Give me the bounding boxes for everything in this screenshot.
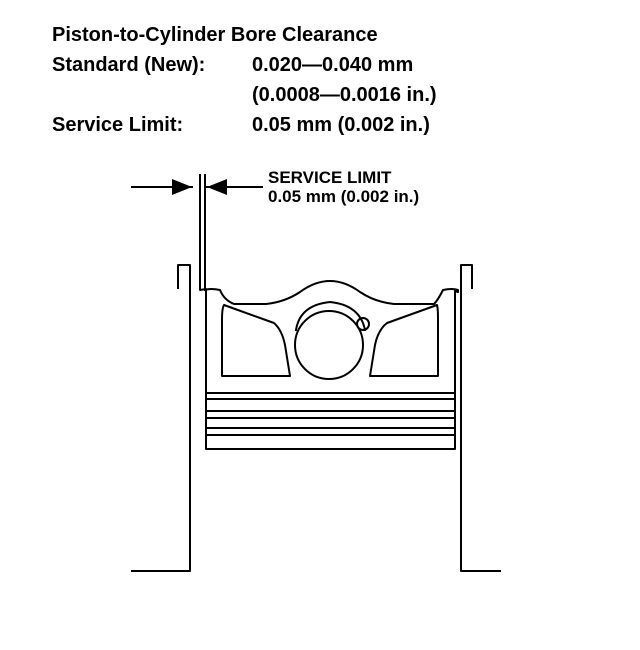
wrist-pin (294, 310, 364, 380)
right-inner-rib (369, 304, 439, 377)
service-limit-callout: SERVICE LIMIT 0.05 mm (0.002 in.) (268, 168, 419, 206)
callout-line-2: 0.05 mm (0.002 in.) (268, 187, 420, 206)
specification-block: Piston-to-Cylinder Bore Clearance Standa… (52, 20, 612, 140)
left-inner-rib (221, 304, 291, 377)
standard-label: Standard (New): (52, 54, 206, 76)
cylinder-left-wall (131, 264, 191, 572)
service-limit-value: 0.05 mm (0.002 in.) (252, 114, 430, 136)
spec-title-text: Piston-to-Cylinder Bore Clearance (52, 24, 378, 46)
standard-row: Standard (New): 0.020—0.040 mm (52, 50, 612, 80)
cylinder-right-wall (460, 264, 501, 572)
standard-value-mm: 0.020—0.040 mm (252, 54, 414, 76)
service-limit-row: Service Limit: 0.05 mm (0.002 in.) (52, 110, 612, 140)
standard-value-in: (0.0008—0.0016 in.) (252, 84, 437, 106)
callout-line-1: SERVICE LIMIT (268, 168, 392, 187)
oil-hole (356, 317, 370, 331)
service-limit-label: Service Limit: (52, 114, 184, 136)
standard-inch-row: (0.0008—0.0016 in.) (52, 80, 612, 110)
spec-title: Piston-to-Cylinder Bore Clearance (52, 20, 612, 50)
piston-outline (199, 174, 459, 450)
wrist-pin-boss (294, 301, 367, 332)
